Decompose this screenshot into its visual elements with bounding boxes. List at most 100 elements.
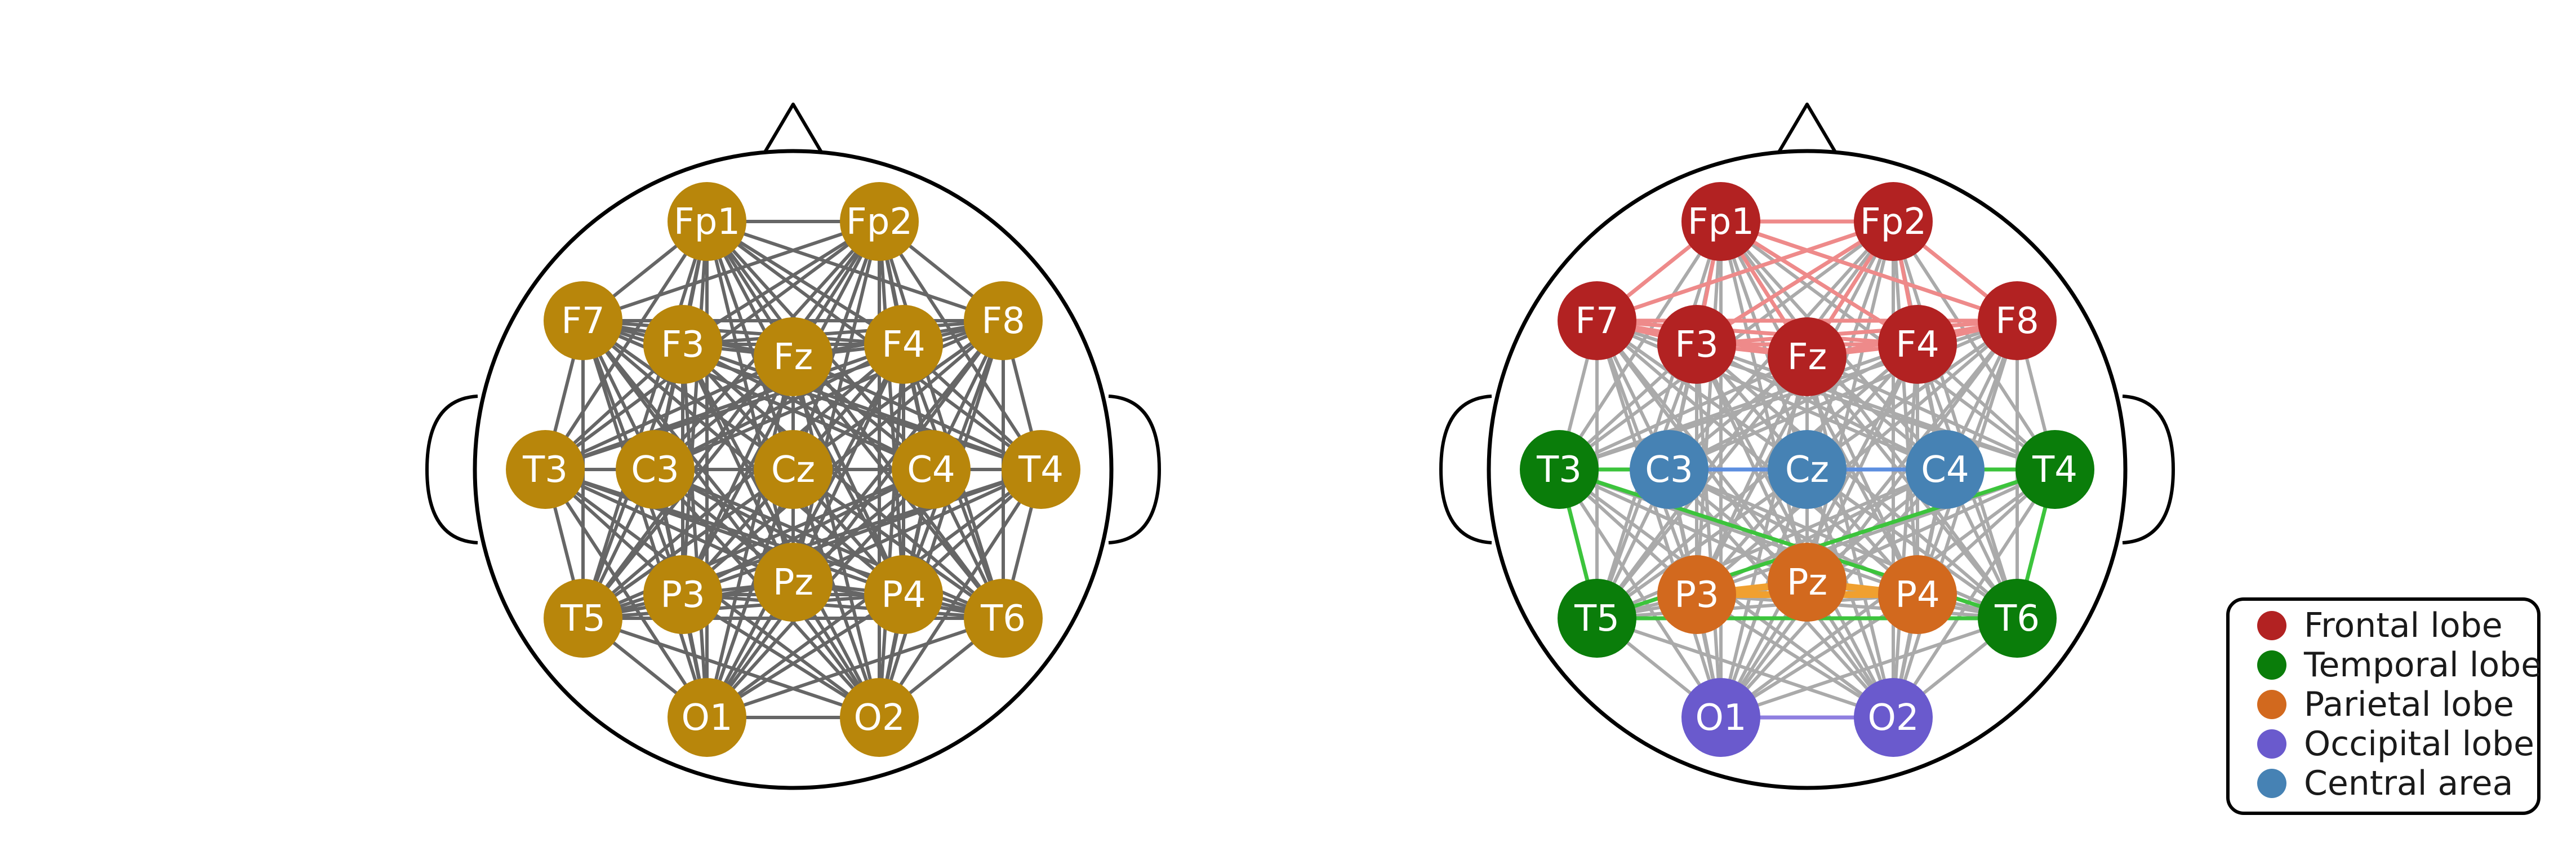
electrode-label: P4: [881, 574, 926, 616]
electrode-node: [544, 281, 622, 360]
electrode-fz: Fz: [754, 317, 833, 396]
legend-item-central: Central area: [2257, 764, 2513, 803]
electrode-c4: C4: [892, 430, 971, 509]
ear-left: [1439, 395, 1492, 544]
electrode-label: T5: [560, 598, 606, 640]
electrode-fz: Fz: [1768, 317, 1847, 396]
electrode-label: T5: [1574, 598, 1620, 640]
electrode-node: [840, 678, 919, 757]
edge: [653, 319, 1005, 471]
electrode-label: F8: [1995, 300, 2039, 342]
electrode-label: T4: [1018, 449, 1064, 491]
electrode-node: [864, 555, 943, 634]
electrode-node: [1878, 305, 1957, 384]
edge: [581, 468, 933, 620]
edge: [544, 468, 709, 719]
electrode-node: [1002, 430, 1080, 509]
electrode-label: C3: [1645, 449, 1693, 491]
edge: [1805, 468, 2019, 620]
electrode-label: O2: [853, 697, 905, 739]
electrode-p3: P3: [1657, 555, 1736, 634]
edge: [878, 343, 905, 719]
edge-frontal: [1694, 318, 2019, 347]
electrode-f8: F8: [1978, 281, 2057, 360]
electrode-pz: Pz: [754, 543, 833, 622]
electrode-c3: C3: [1630, 430, 1709, 509]
electrode-label: O1: [681, 697, 732, 739]
electrode-pz: Pz: [1768, 543, 1847, 622]
edge: [581, 220, 881, 620]
electrode-label: P3: [1674, 574, 1719, 616]
electrode-label: T3: [522, 449, 568, 491]
electrode-label: F8: [981, 300, 1025, 342]
electrode-f4: F4: [1878, 305, 1957, 384]
electrode-label: F4: [882, 324, 926, 366]
legend-swatch: [2257, 690, 2286, 719]
electrode-node: [754, 430, 833, 509]
edge: [1595, 593, 1919, 620]
edge: [1595, 220, 1895, 620]
edge: [1558, 468, 1723, 719]
edge: [791, 355, 905, 596]
edge: [681, 468, 1043, 596]
electrode-label: Pz: [773, 562, 813, 604]
legend-swatch: [2257, 611, 2286, 640]
edge: [581, 617, 881, 719]
edge: [791, 468, 1043, 584]
edge: [681, 593, 1005, 620]
electrode-label: T6: [980, 598, 1026, 640]
edge: [1805, 355, 1919, 596]
electrode-o2: O2: [1854, 678, 1933, 757]
edge: [705, 319, 1005, 719]
electrode-label: F7: [1575, 300, 1619, 342]
legend-label: Frontal lobe: [2304, 606, 2503, 645]
electrode-label: F3: [1675, 324, 1719, 366]
electrode-fp2: Fp2: [840, 182, 919, 261]
electrode-t6: T6: [1978, 579, 2057, 658]
electrode-node: [964, 281, 1043, 360]
edge: [1695, 343, 1895, 719]
electrode-node: [1978, 579, 2057, 658]
electrode-label: F7: [561, 300, 605, 342]
edge: [878, 468, 1043, 719]
edge: [1719, 319, 2019, 719]
electrode-o1: O1: [1681, 678, 1760, 757]
electrode-node: [1854, 678, 1933, 757]
legend-swatch: [2257, 769, 2286, 798]
electrode-label: Cz: [771, 449, 815, 491]
edge: [1595, 468, 1947, 620]
electrode-p4: P4: [1878, 555, 1957, 634]
electrode-node: [616, 430, 695, 509]
electrode-f3: F3: [643, 305, 722, 384]
edge: [1892, 468, 2057, 719]
electrode-node: [1978, 281, 2057, 360]
edge: [681, 319, 1005, 346]
edge: [705, 220, 1005, 620]
legend-item-occipital: Occipital lobe: [2257, 724, 2534, 764]
electrode-node: [964, 579, 1043, 658]
edge: [681, 343, 1005, 620]
electrode-node: [544, 579, 622, 658]
legend-item-parietal: Parietal lobe: [2257, 685, 2514, 724]
electrode-label: T6: [1994, 598, 2040, 640]
edge: [1719, 343, 1919, 719]
edge: [1595, 617, 1895, 719]
electrode-label: P4: [1895, 574, 1939, 616]
legend-frame: [2226, 597, 2541, 815]
legend-label: Parietal lobe: [2304, 685, 2514, 724]
electrode-node: [1768, 430, 1847, 509]
edge: [878, 220, 1043, 471]
electrode-label: F4: [1896, 324, 1939, 366]
electrode-p3: P3: [643, 555, 722, 634]
edge: [1558, 220, 1723, 471]
electrode-node: [643, 555, 722, 634]
legend-swatch: [2257, 650, 2286, 680]
electrode-t5: T5: [1558, 579, 1636, 658]
edge-frontal: [1719, 219, 2019, 323]
electrode-label: O2: [1867, 697, 1919, 739]
electrode-label: Cz: [1785, 449, 1829, 491]
electrode-node: [754, 543, 833, 622]
edge: [1892, 343, 1919, 719]
